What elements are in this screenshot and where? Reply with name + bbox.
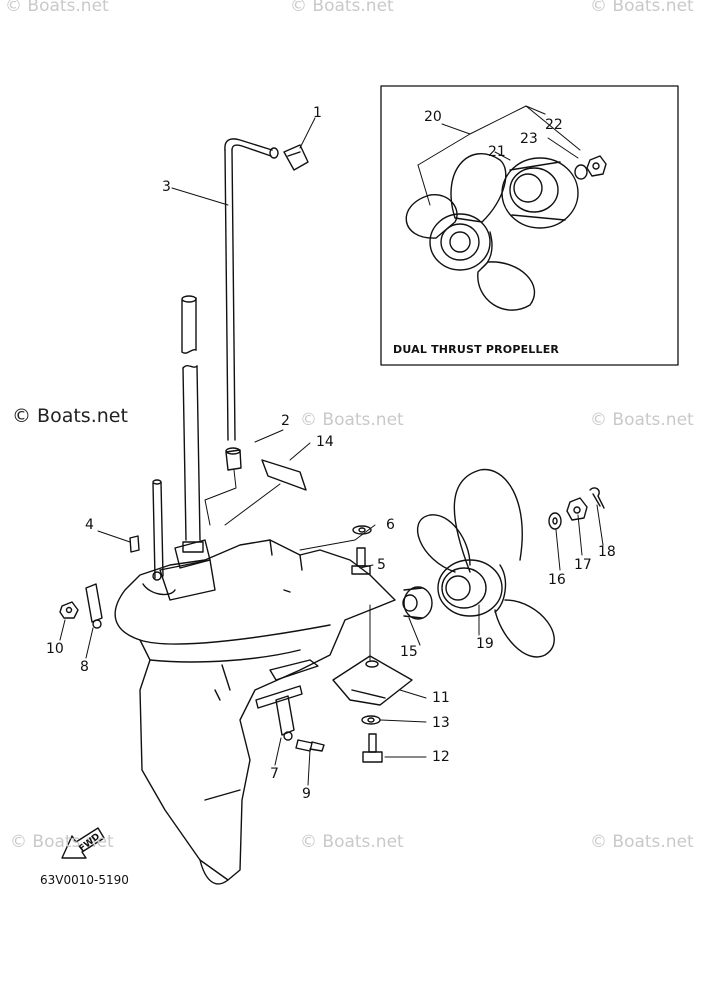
part-4-dowel-pin — [129, 535, 140, 553]
part-8-anode — [85, 583, 103, 629]
callout-6: 6 — [386, 517, 395, 533]
callout-9: 9 — [302, 786, 311, 802]
inset-propeller — [405, 153, 536, 311]
callout-14: 14 — [316, 434, 334, 450]
callout-19: 19 — [476, 636, 494, 652]
watermark-faint: © Boats.net — [290, 0, 394, 16]
callout-13: 13 — [432, 715, 450, 731]
part-14-plate — [261, 459, 307, 491]
part-7-anode — [275, 695, 295, 741]
watermark-faint: © Boats.net — [300, 832, 404, 852]
inset-washer — [574, 164, 588, 180]
callout-17: 17 — [574, 557, 592, 573]
part-12-bolt — [362, 733, 383, 763]
part-5-bolt — [351, 547, 371, 575]
callout-23: 23 — [520, 131, 538, 147]
inset-nut — [586, 155, 607, 177]
part-1-grommet — [283, 144, 309, 171]
leader-lines — [59, 117, 604, 786]
callout-11: 11 — [432, 690, 450, 706]
callout-12: 12 — [432, 749, 450, 765]
watermark-main: © Boats.net — [12, 405, 128, 427]
callout-18: 18 — [598, 544, 616, 560]
callout-3: 3 — [162, 179, 171, 195]
callout-10: 10 — [46, 641, 64, 657]
part-2-seal — [225, 447, 242, 471]
lower-casing — [114, 539, 396, 885]
callout-15: 15 — [400, 644, 418, 660]
part-19-propeller — [416, 468, 555, 658]
part-17-nut — [566, 497, 588, 521]
part-18-cotter-pin — [589, 487, 605, 509]
drive-shaft — [181, 295, 201, 541]
part-11-trim-tab — [332, 655, 413, 706]
watermark-faint: © Boats.net — [590, 410, 694, 430]
callout-22: 22 — [545, 117, 563, 133]
watermark-faint: © Boats.net — [5, 0, 109, 16]
inset-leaders — [417, 105, 581, 206]
fwd-arrow-icon — [61, 827, 105, 859]
callout-7: 7 — [270, 766, 279, 782]
part-13-washer — [361, 715, 381, 725]
inset-thrust-hub — [501, 157, 579, 229]
part-6-washer — [352, 525, 372, 535]
inset-frame — [380, 85, 679, 366]
watermark-faint: © Boats.net — [590, 832, 694, 852]
callout-5: 5 — [377, 557, 386, 573]
shift-rod — [152, 479, 164, 579]
callout-1: 1 — [313, 105, 322, 121]
callout-20: 20 — [424, 109, 442, 125]
part-15-thrust-washer — [402, 586, 433, 620]
callout-2: 2 — [281, 413, 290, 429]
part-9-bolt — [295, 739, 325, 752]
watermark-faint: © Boats.net — [300, 410, 404, 430]
callout-4: 4 — [85, 517, 94, 533]
callout-16: 16 — [548, 572, 566, 588]
inset-caption: DUAL THRUST PROPELLER — [393, 343, 560, 356]
part-code: 63V0010-5190 — [40, 873, 129, 887]
part-10-nut — [59, 601, 79, 619]
callout-8: 8 — [80, 659, 89, 675]
watermark-faint: © Boats.net — [590, 0, 694, 16]
part-3-water-tube — [224, 138, 279, 441]
watermark-faint: © Boats.net — [10, 832, 114, 852]
callout-21: 21 — [488, 144, 506, 160]
part-16-washer — [548, 512, 562, 530]
